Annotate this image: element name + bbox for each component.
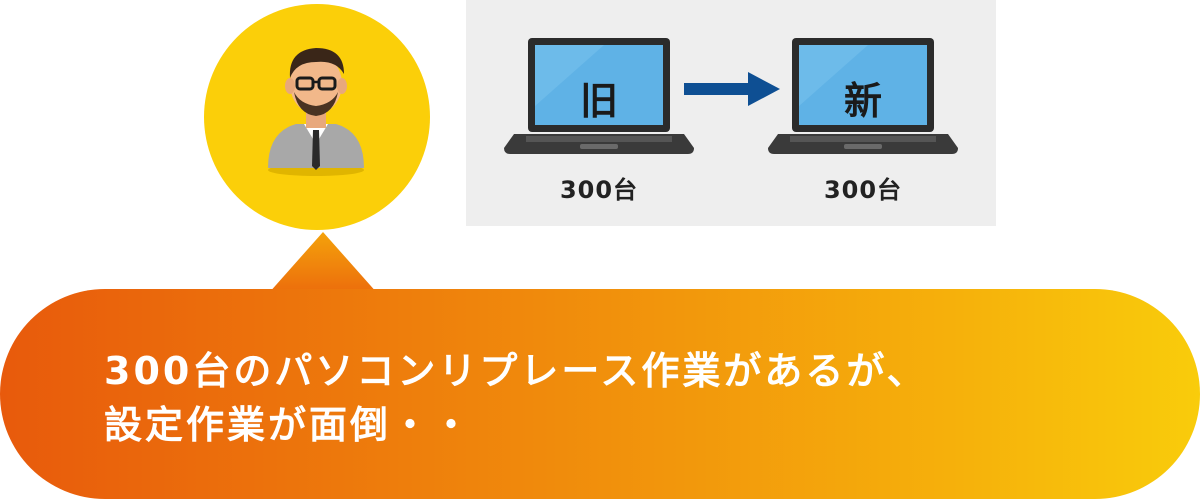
laptop-icon xyxy=(504,38,694,154)
old-screen-label: 旧 xyxy=(579,79,618,123)
speech-bubble xyxy=(0,289,1200,499)
new-laptop: 新 xyxy=(768,36,958,156)
laptop-comparison-panel: 旧 新 300台 300台 xyxy=(466,0,996,226)
arrow-right-icon xyxy=(684,72,780,106)
speech-line-1: 300台のパソコンリプレース作業があるが、 xyxy=(104,349,928,393)
new-count: 300台 xyxy=(823,176,903,204)
laptop-icon xyxy=(768,38,958,154)
old-count: 300台 xyxy=(559,176,639,204)
speech-bubble-text: 300台のパソコンリプレース作業があるが、 設定作業が面倒・・ xyxy=(104,344,928,452)
avatar xyxy=(204,4,430,230)
person-icon xyxy=(268,48,364,176)
new-screen-label: 新 xyxy=(843,79,882,123)
old-laptop: 旧 xyxy=(504,36,694,156)
speech-line-2: 設定作業が面倒・・ xyxy=(104,403,474,447)
speech-bubble-tail xyxy=(268,232,378,294)
